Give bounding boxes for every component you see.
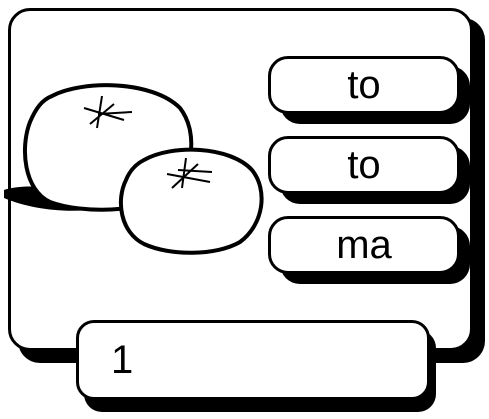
answer-text: 1 <box>111 337 134 382</box>
syllable-button-3[interactable]: ma <box>268 216 460 274</box>
tomato-small <box>118 147 264 255</box>
answer-box[interactable]: 1 <box>76 320 430 400</box>
tomatoes-illustration <box>4 83 264 255</box>
syllable-button-2[interactable]: to <box>268 136 460 194</box>
syllable-button-1[interactable]: to <box>268 56 460 114</box>
